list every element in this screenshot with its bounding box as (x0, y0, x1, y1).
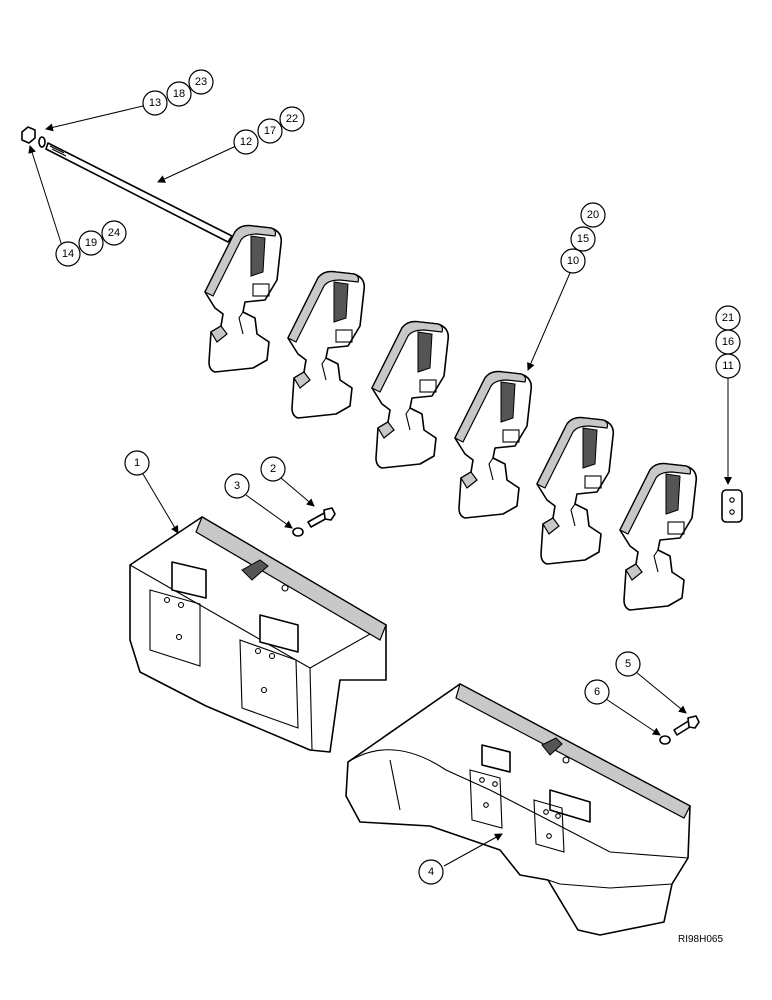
callout-21: 21 (715, 305, 741, 331)
svg-text:1: 1 (134, 457, 140, 469)
weight-plate-3 (371, 320, 450, 469)
svg-text:2: 2 (270, 463, 276, 475)
callout-4: 4 (418, 859, 444, 885)
leader-lines (28, 105, 732, 867)
callout-24: 24 (101, 220, 127, 246)
callout-19: 19 (78, 230, 104, 256)
weight-plate-5 (536, 416, 615, 565)
washer-18 (38, 136, 46, 148)
svg-text:16: 16 (722, 336, 734, 348)
svg-text:22: 22 (286, 113, 298, 125)
svg-text:15: 15 (577, 233, 589, 245)
spacer-11 (721, 489, 743, 523)
weight-cradle-4 (345, 683, 691, 936)
bolt-2 (307, 507, 336, 528)
callout-16: 16 (715, 329, 741, 355)
nut-13 (21, 126, 36, 144)
callout-13: 13 (142, 90, 168, 116)
callout-12: 12 (233, 129, 259, 155)
svg-text:21: 21 (722, 312, 734, 324)
callout-14: 14 (55, 241, 81, 267)
svg-text:24: 24 (108, 227, 120, 239)
weight-plate-4 (454, 370, 533, 519)
svg-text:23: 23 (195, 76, 207, 88)
svg-text:14: 14 (62, 248, 74, 260)
svg-text:4: 4 (428, 866, 434, 878)
washer-6 (659, 735, 671, 745)
callout-23: 23 (188, 69, 214, 95)
callout-5: 5 (615, 651, 641, 677)
svg-text:3: 3 (234, 480, 240, 492)
callout-15: 15 (570, 226, 596, 252)
weight-plate-1 (204, 224, 283, 373)
svg-text:10: 10 (567, 255, 579, 267)
svg-text:5: 5 (625, 658, 631, 670)
weight-plate-6 (619, 462, 698, 611)
svg-text:20: 20 (587, 209, 599, 221)
svg-text:12: 12 (240, 136, 252, 148)
svg-text:18: 18 (173, 88, 185, 100)
svg-text:13: 13 (149, 97, 161, 109)
svg-text:19: 19 (85, 237, 97, 249)
callout-1: 1 (124, 450, 150, 476)
washer-3 (292, 527, 304, 537)
svg-text:17: 17 (264, 125, 276, 137)
reference-code: RI98H065 (678, 934, 723, 945)
callout-17: 17 (257, 118, 283, 144)
callout-22: 22 (279, 106, 305, 132)
callout-6: 6 (584, 679, 610, 705)
callout-20: 20 (580, 202, 606, 228)
svg-text:11: 11 (722, 360, 733, 372)
callout-3: 3 (224, 473, 250, 499)
weight-bracket-1 (129, 516, 387, 753)
callout-18: 18 (166, 81, 192, 107)
callout-2: 2 (260, 456, 286, 482)
tie-rod-12 (45, 142, 233, 243)
bolt-5 (673, 715, 700, 736)
callout-10: 10 (560, 248, 586, 274)
svg-text:6: 6 (594, 686, 600, 698)
callout-11: 11 (715, 353, 741, 379)
weight-plate-2 (287, 270, 366, 419)
